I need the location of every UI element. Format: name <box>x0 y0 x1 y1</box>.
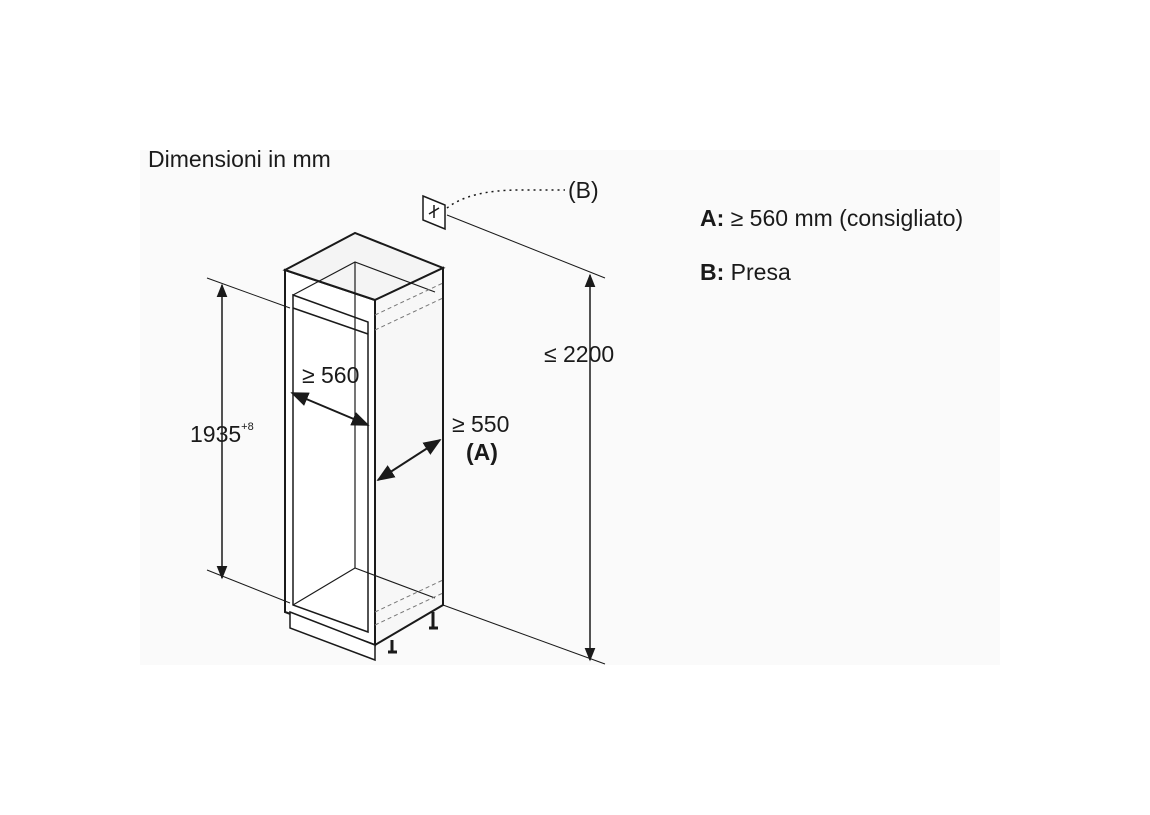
diagram-title: Dimensioni in mm <box>148 146 331 172</box>
niche-depth-ref: (A) <box>466 439 498 465</box>
legend-item-a: A: ≥ 560 mm (consigliato) <box>700 205 963 232</box>
legend-item-b: B: Presa <box>700 259 791 286</box>
niche-depth-arrow <box>376 439 442 481</box>
niche-depth-label: ≥ 550 <box>452 411 510 437</box>
socket-leader-line <box>446 189 565 209</box>
niche-height-tolerance: +8 <box>241 421 254 434</box>
niche-height-value: 1935 <box>190 421 242 447</box>
socket-label: (B) <box>568 177 599 203</box>
legend-key-a: A: <box>700 205 725 231</box>
socket-icon <box>422 194 446 231</box>
legend-text-a: ≥ 560 mm (consigliato) <box>730 205 964 231</box>
niche-width-label: ≥ 560 <box>302 362 360 388</box>
niche-width-arrow <box>290 392 370 426</box>
hidden-edges <box>374 282 444 626</box>
legend-text-b: Presa <box>730 259 791 285</box>
cabinet <box>282 231 446 662</box>
niche-height-label: 1935+8 <box>190 421 254 448</box>
cabinet-opening <box>292 293 369 634</box>
diagram-background <box>140 150 1000 665</box>
cabinet-plinth <box>289 610 376 662</box>
legend-key-b: B: <box>700 259 725 285</box>
total-height-label: ≤ 2200 <box>544 341 615 367</box>
